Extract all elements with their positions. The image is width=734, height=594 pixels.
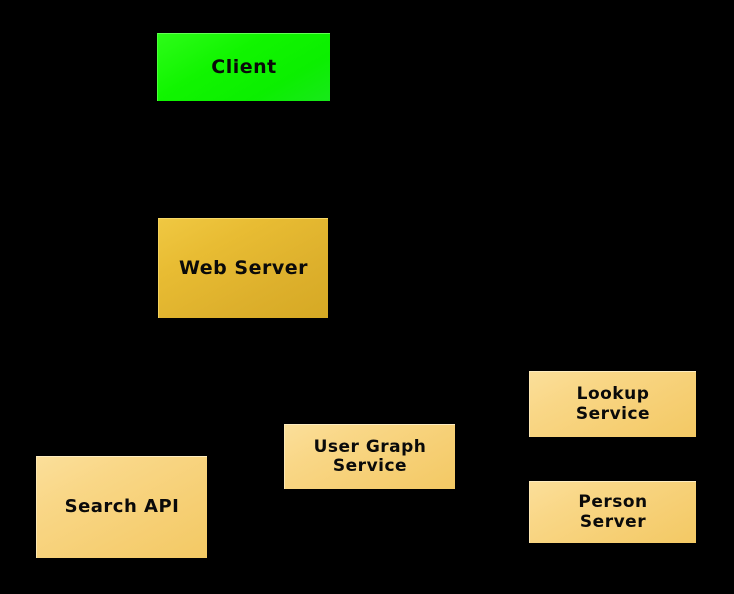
node-label-lookup-service: Lookup Service [575,384,651,424]
node-label-web-server: Web Server [179,256,308,279]
node-label-search-api: Search API [64,496,180,518]
node-search-api[interactable]: Search API [36,456,207,558]
node-label-person-server: Person Server [578,492,648,532]
node-lookup-service[interactable]: Lookup Service [529,371,696,437]
node-label-client: Client [211,55,277,78]
node-web-server[interactable]: Web Server [158,218,328,318]
node-label-user-graph-service: User Graph Service [313,436,427,476]
node-person-server[interactable]: Person Server [529,481,696,543]
node-client[interactable]: Client [157,33,330,101]
node-user-graph-service[interactable]: User Graph Service [284,424,455,489]
